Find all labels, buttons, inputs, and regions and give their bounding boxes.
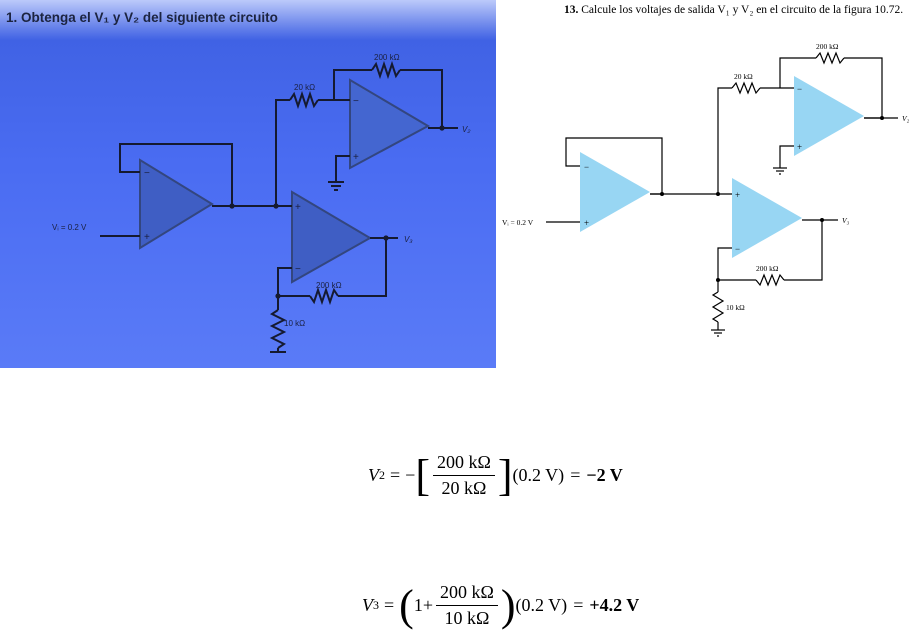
photo-node-dot-3	[439, 125, 445, 131]
book-feedback3-right-wire	[784, 220, 823, 281]
photo-opamp3-minus: −	[295, 264, 301, 275]
photo-node-dot-1	[229, 203, 235, 209]
photo-resistor-200k-top	[371, 60, 401, 80]
book-opamp2-plus: +	[797, 142, 802, 152]
eq-v3-fraction: 200 kΩ 10 kΩ	[435, 582, 498, 629]
book-node-dot-3	[880, 116, 884, 120]
book-opamp3-plus: +	[735, 190, 740, 200]
photo-label-v-input: Vᵢ = 0.2 V	[52, 223, 87, 232]
book-opamp-1	[580, 152, 650, 232]
book-opamp2-minus: −	[797, 84, 802, 94]
book-label-v3: V₃	[842, 216, 850, 225]
photo-resistor-10k	[269, 309, 287, 349]
book-node-dot-2	[716, 192, 720, 196]
photo-resistor-200k-bottom	[309, 286, 339, 306]
eq-v3-equals: =	[384, 595, 395, 615]
eq-v2-sign: −	[405, 465, 416, 485]
eq-v3-equals-2: =	[573, 595, 584, 615]
book-label-r-feedback-top: 200 kΩ	[816, 42, 839, 51]
photographed-circuit-panel: 1. Obtenga el V₁ y V₂ del siguiente circ…	[0, 0, 496, 368]
book-opamp1-plus: +	[584, 218, 589, 228]
book-opamp2-plus-wire	[779, 145, 794, 168]
eq-v2-factor: (0.2 V)	[512, 465, 565, 485]
eq-v3-numerator: 200 kΩ	[435, 582, 498, 606]
photo-opamp-1	[139, 158, 214, 250]
photo-label-r-feedback-bottom: 200 kΩ	[316, 281, 342, 290]
book-resistor-200k-top	[815, 51, 845, 65]
photo-glare	[0, 0, 496, 40]
photo-feedback-left-wire	[333, 69, 372, 100]
book-opamp-2	[794, 76, 864, 156]
book-node-dot-5	[716, 278, 720, 282]
book-node-dot-1	[660, 192, 664, 196]
book-label-r-input-top: 20 kΩ	[734, 72, 753, 81]
book-node-dot-4	[820, 218, 824, 222]
photo-node-dot-4	[383, 235, 389, 241]
book-feedback-left-wire	[779, 57, 816, 88]
photo-node-dot-5	[275, 293, 281, 299]
photo-node-dot-2	[273, 203, 279, 209]
photo-feedback3-right-wire	[338, 238, 387, 297]
eq-v3-result: +4.2 V	[589, 595, 640, 615]
photo-opamp1-minus: −	[144, 168, 150, 179]
photo-circuit-diagram: 200 kΩ 20 kΩ Vᵢ = 0.2 V V₂ V₃ 200 kΩ 10 …	[52, 53, 470, 353]
photo-opamp2-minus: −	[353, 96, 359, 107]
eq-v2-fraction: 200 kΩ 20 kΩ	[432, 452, 495, 499]
eq-v2-lhs: V	[368, 465, 379, 485]
eq-v2-equals: =	[390, 465, 401, 485]
photo-opamp-2	[349, 78, 431, 170]
eq-v2-right-bracket: ]	[497, 450, 513, 500]
book-resistor-10k	[711, 291, 725, 323]
photo-label-r-input-top: 20 kΩ	[294, 83, 315, 92]
book-feedback3-left-wire	[717, 247, 756, 281]
book-resistor-20k	[731, 81, 761, 95]
eq-v3-right-paren: )	[500, 580, 516, 630]
book-node-up-wire	[717, 87, 732, 194]
book-label-r-feedback-bottom: 200 kΩ	[756, 264, 779, 273]
photo-label-v3: V₃	[404, 235, 413, 244]
photo-label-v2: V₂	[462, 125, 470, 134]
eq-v2-denominator: 20 kΩ	[441, 478, 487, 498]
photo-label-r-ground: 10 kΩ	[284, 319, 305, 328]
book-opamp3-minus: −	[735, 244, 740, 254]
textbook-problem-statement: 13. Calcule los voltajes de salida V₁ y …	[564, 4, 903, 16]
photo-resistor-20k	[289, 90, 319, 110]
photo-title: 1. Obtenga el V₁ y V₂ del siguiente circ…	[6, 10, 278, 25]
book-opamp1-minus: −	[584, 162, 589, 172]
eq-v3-denominator: 10 kΩ	[444, 608, 490, 628]
eq-v3-factor: (0.2 V)	[515, 595, 568, 615]
problem-text: Calcule los voltajes de salida V₁ y V₂ e…	[581, 4, 904, 16]
eq-v3-lhs: V	[362, 595, 373, 615]
book-label-r-ground: 10 kΩ	[726, 303, 745, 312]
eq-v3-left-paren: (	[399, 580, 414, 630]
photo-opamp1-plus: +	[144, 232, 150, 243]
problem-number: 13.	[564, 4, 579, 16]
photo-opamp3-plus: +	[295, 202, 301, 213]
photo-node-up-wire	[275, 99, 290, 206]
eq-v2-numerator: 200 kΩ	[432, 452, 495, 476]
book-label-v2: V₂	[902, 114, 910, 123]
photo-feedback3-left-wire	[277, 267, 310, 297]
eq-v3-one-plus: 1+	[413, 595, 433, 615]
book-label-v-input: Vᵢ = 0.2 V	[502, 218, 534, 227]
textbook-circuit-diagram: 200 kΩ 20 kΩ Vᵢ = 0.2 V V₂ V₃ 200 kΩ 10 …	[502, 42, 910, 337]
eq-v2-lhs-sub: 2	[379, 468, 385, 482]
eq-v3-lhs-sub: 3	[373, 598, 379, 612]
photo-opamp2-plus-wire	[335, 155, 350, 182]
eq-v2-equals-2: =	[570, 465, 581, 485]
photo-opamp-3	[291, 190, 373, 284]
photo-label-r-feedback-top: 200 kΩ	[374, 53, 400, 62]
book-opamp-3	[732, 178, 802, 258]
eq-v2-left-bracket: [	[415, 450, 430, 500]
textbook-circuit-panel: 13. Calcule los voltajes de salida V₁ y …	[498, 0, 912, 368]
book-resistor-200k-bottom	[755, 273, 785, 287]
eq-v2-result: −2 V	[586, 465, 623, 485]
photo-opamp2-plus: +	[353, 152, 359, 163]
